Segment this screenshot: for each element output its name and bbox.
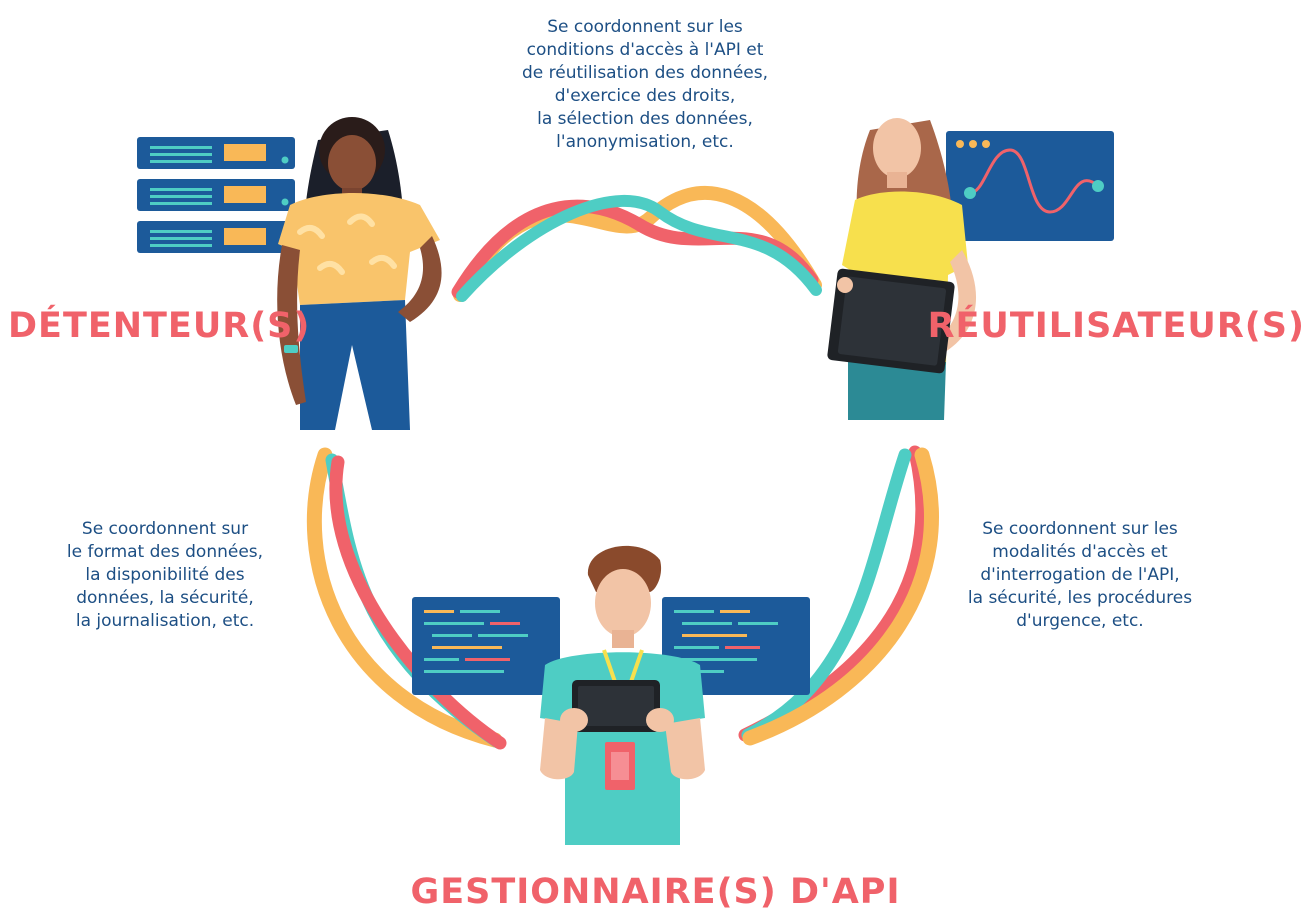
chart-window-icon xyxy=(946,131,1114,241)
manager-person-illustration xyxy=(540,545,705,845)
code-window-icon xyxy=(412,597,560,695)
api-manager-role-label: GESTIONNAIRE(S) D'API xyxy=(410,872,901,912)
holder-role-label: DÉTENTEUR(S) xyxy=(8,306,311,346)
server-rack-icon xyxy=(137,137,295,253)
right-link-ribbon xyxy=(738,445,939,746)
reuser-role-label: RÉUTILISATEUR(S) xyxy=(927,306,1305,346)
holder-person-illustration xyxy=(277,117,442,430)
holder-manager-description: Se coordonnent sur le format des données… xyxy=(66,519,264,631)
left-link-ribbon xyxy=(306,447,507,750)
reuser-person-illustration xyxy=(827,118,977,420)
top-link-ribbon xyxy=(451,186,822,302)
reuser-manager-description: Se coordonnent sur les modalités d'accès… xyxy=(967,519,1193,631)
holder-reuser-description: Se coordonnent sur les conditions d'accè… xyxy=(521,17,768,152)
